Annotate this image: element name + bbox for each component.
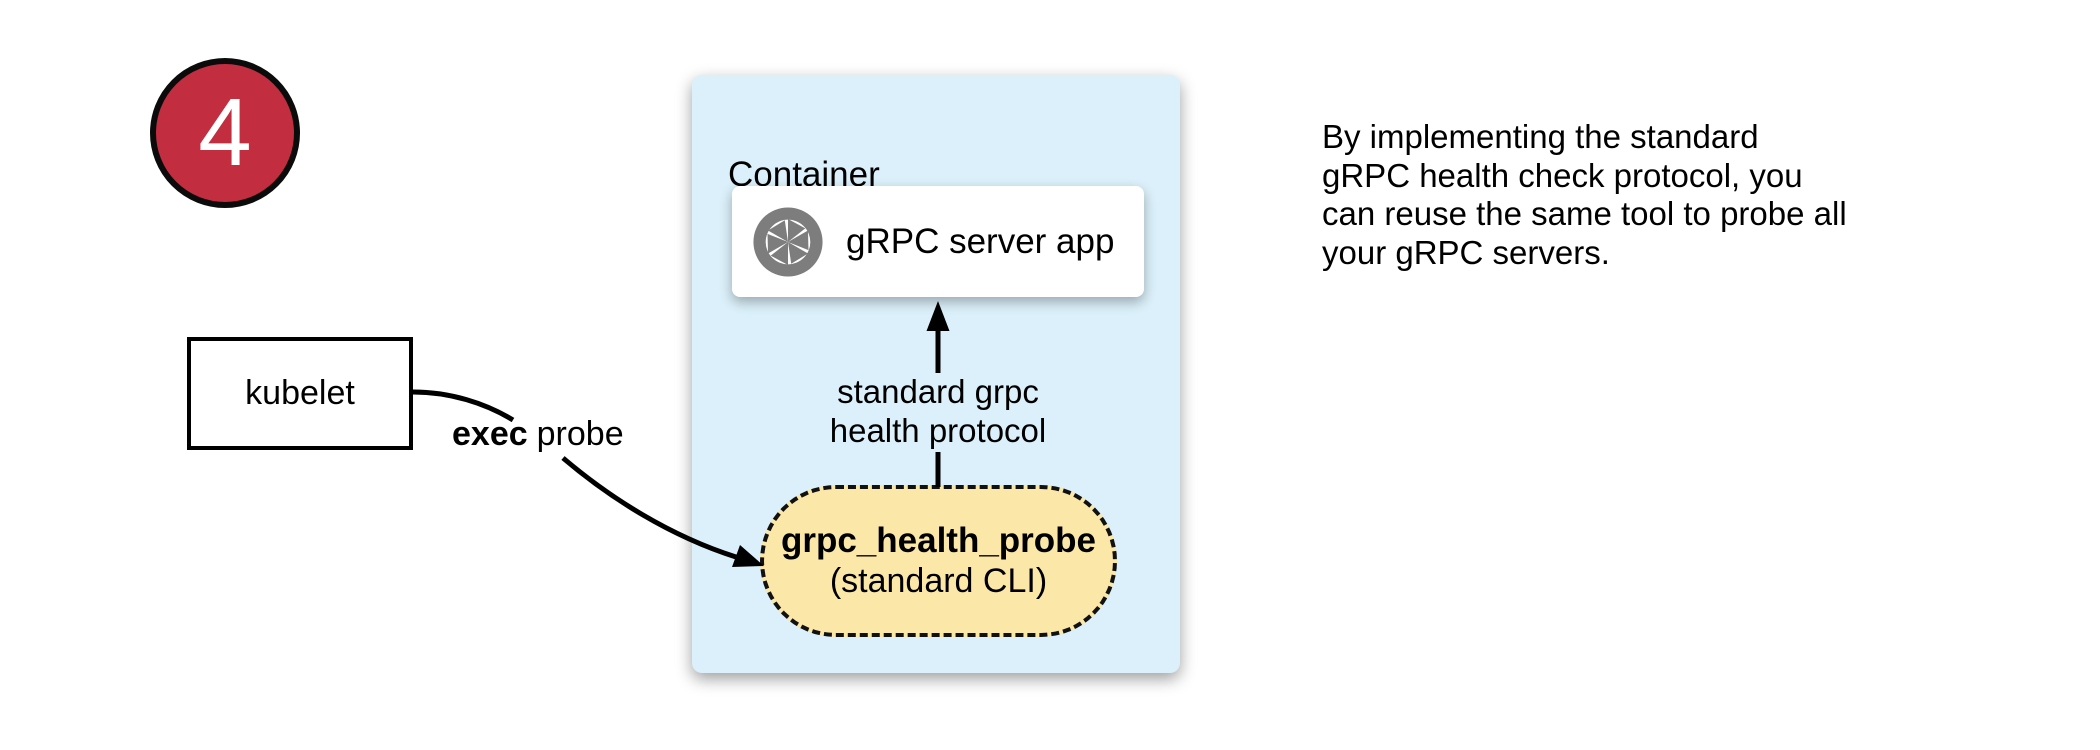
grpc-server-app-label: gRPC server app [846, 221, 1115, 261]
grpc-health-probe-pill: grpc_health_probe (standard CLI) [760, 485, 1117, 637]
exec-probe-label-bold: exec [452, 415, 528, 453]
explanation-line: can reuse the same tool to probe all [1322, 195, 1847, 232]
grpc-server-app-box: gRPC server app [732, 186, 1144, 297]
explanation-text: By implementing the standard gRPC health… [1322, 118, 1847, 272]
exec-probe-label-rest: probe [536, 415, 624, 453]
health-protocol-arrow-label: standard grpc health protocol [788, 372, 1088, 450]
grpc-health-probe-title: grpc_health_probe [780, 521, 1097, 560]
kubelet-label: kubelet [245, 374, 355, 412]
explanation-line: your gRPC servers. [1322, 233, 1610, 271]
kubelet-box: kubelet [187, 337, 413, 450]
explanation-line: By implementing the standard [1322, 118, 1759, 155]
explanation-line: gRPC health check protocol, you [1322, 156, 1803, 194]
step-number: 4 [198, 79, 252, 186]
health-protocol-label-line2: health protocol [829, 412, 1047, 449]
aperture-icon [753, 206, 823, 277]
health-protocol-label-line1: standard grpc [837, 373, 1039, 410]
grpc-health-probe-subtitle: (standard CLI) [829, 562, 1048, 600]
container-box: Container gRPC server app standard grpc … [692, 75, 1180, 673]
step-number-badge: 4 [150, 58, 300, 208]
